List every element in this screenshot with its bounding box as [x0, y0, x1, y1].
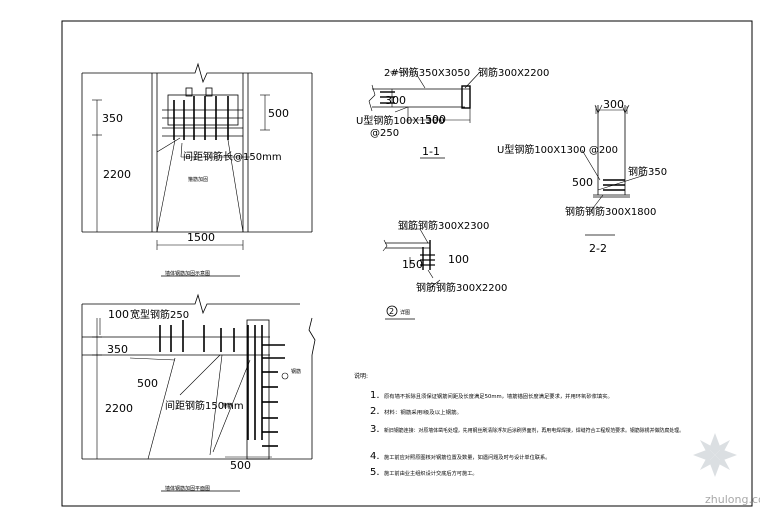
d2-dim-100: 100	[448, 253, 469, 266]
dim-100: 100	[108, 308, 129, 321]
section-2-2: 300 U型钢筋100X1300 @200 钢筋350 500 钢筋钢筋300X…	[497, 98, 667, 255]
s22-title: 2-2	[589, 242, 607, 255]
note-number: 3.	[370, 424, 380, 435]
s22-dim-300: 300	[603, 98, 624, 111]
note-text: 施工前应对照原图核对钢筋位置及数量，如遇问题及时与设计单位联系。	[384, 454, 550, 461]
right-tag: 钢筋	[291, 368, 301, 375]
s11-dim-500: 500	[425, 113, 446, 126]
inner-note: 箍筋加固	[188, 176, 208, 183]
label-250: 宽型钢筋250	[130, 308, 189, 321]
d2-dim-150: 150	[402, 258, 423, 271]
caption-top-left: 墙体钢筋加固示意图	[165, 270, 210, 277]
note-text: 材料：钢筋采用I级及以上钢筋。	[384, 409, 462, 416]
dim-2200-bl: 2200	[105, 402, 133, 415]
s11-label-top: 2#钢筋350X3050	[384, 66, 470, 79]
s22-label-bottom: 钢筋钢筋300X1800	[565, 205, 656, 218]
dim-500-a: 500	[137, 377, 158, 390]
note-number: 1.	[370, 390, 380, 401]
side-note: 箍筋	[222, 402, 232, 409]
note-number: 5.	[370, 467, 380, 478]
d2-label-top: 钢筋钢筋300X2300	[398, 219, 489, 232]
d2-label-bottom: 钢筋钢筋300X2200	[416, 281, 507, 294]
s11-label-u: U型钢筋100X1300	[356, 114, 445, 127]
notes-list: 1. 原有墙不拆除且须保证钢筋间距及长度满足50mm，墙筋锚固长度满足要求，并用环…	[370, 390, 684, 478]
watermark-logo-icon	[693, 433, 737, 477]
s11-label-right: 钢筋300X2200	[478, 66, 549, 79]
dim-1500: 1500	[187, 231, 215, 244]
d2-circle-num: 2	[389, 307, 394, 316]
note-text: 施工前由业主组织设计交底后方可施工。	[384, 470, 478, 477]
dim-500-b: 500	[230, 459, 251, 472]
s22-label-u: U型钢筋100X1300 @200	[497, 143, 618, 156]
d2-title: 详图	[400, 309, 410, 316]
dim-350: 350	[102, 112, 123, 125]
callout-150-bl: 间距钢筋150mm	[165, 399, 244, 412]
watermark: zhulong.com	[693, 433, 760, 506]
callout-150: 间距钢筋长@150mm	[183, 150, 282, 163]
s11-title: 1-1	[422, 145, 440, 158]
note-number: 2.	[370, 406, 380, 417]
dim-500: 500	[268, 107, 289, 120]
notes: 说明: 1. 原有墙不拆除且须保证钢筋间距及长度满足50mm，墙筋锚固长度满足要求…	[354, 372, 684, 478]
s22-dim-500: 500	[572, 176, 593, 189]
note-text: 新旧钢筋连接：对原墙体凿毛处理，先用钢丝刷清除浮灰后涂刷界面剂，再用电焊焊接，焊…	[384, 427, 684, 434]
detail-2: 钢筋钢筋300X2300 150 100 钢筋钢筋300X2200 2 详图	[382, 219, 507, 320]
watermark-text: zhulong.com	[705, 493, 760, 506]
s11-dim-300: 300	[385, 94, 406, 107]
dim-2200: 2200	[103, 168, 131, 181]
section-1-1: 2#钢筋350X3050 钢筋300X2200 300 500 U型钢筋100X…	[356, 66, 549, 159]
dim-350-bl: 350	[107, 343, 128, 356]
sheet-border	[61, 20, 753, 507]
s22-label-350: 钢筋350	[628, 165, 667, 178]
note-text: 原有墙不拆除且须保证钢筋间距及长度满足50mm，墙筋锚固长度满足要求，并用环氧砂…	[384, 393, 613, 400]
detail-bottom-left: 100 宽型钢筋250 350 500 2200 500 间距钢筋150mm 钢…	[81, 293, 316, 492]
detail-top-left: 350 2200 500 1500 间距钢筋长@150mm 箍筋加固 墙体钢筋加…	[81, 62, 313, 277]
note-number: 4.	[370, 451, 380, 462]
s11-label-at: @250	[370, 128, 399, 139]
notes-heading: 说明:	[354, 372, 368, 380]
caption-bottom-left: 墙体钢筋加固平面图	[165, 485, 210, 492]
